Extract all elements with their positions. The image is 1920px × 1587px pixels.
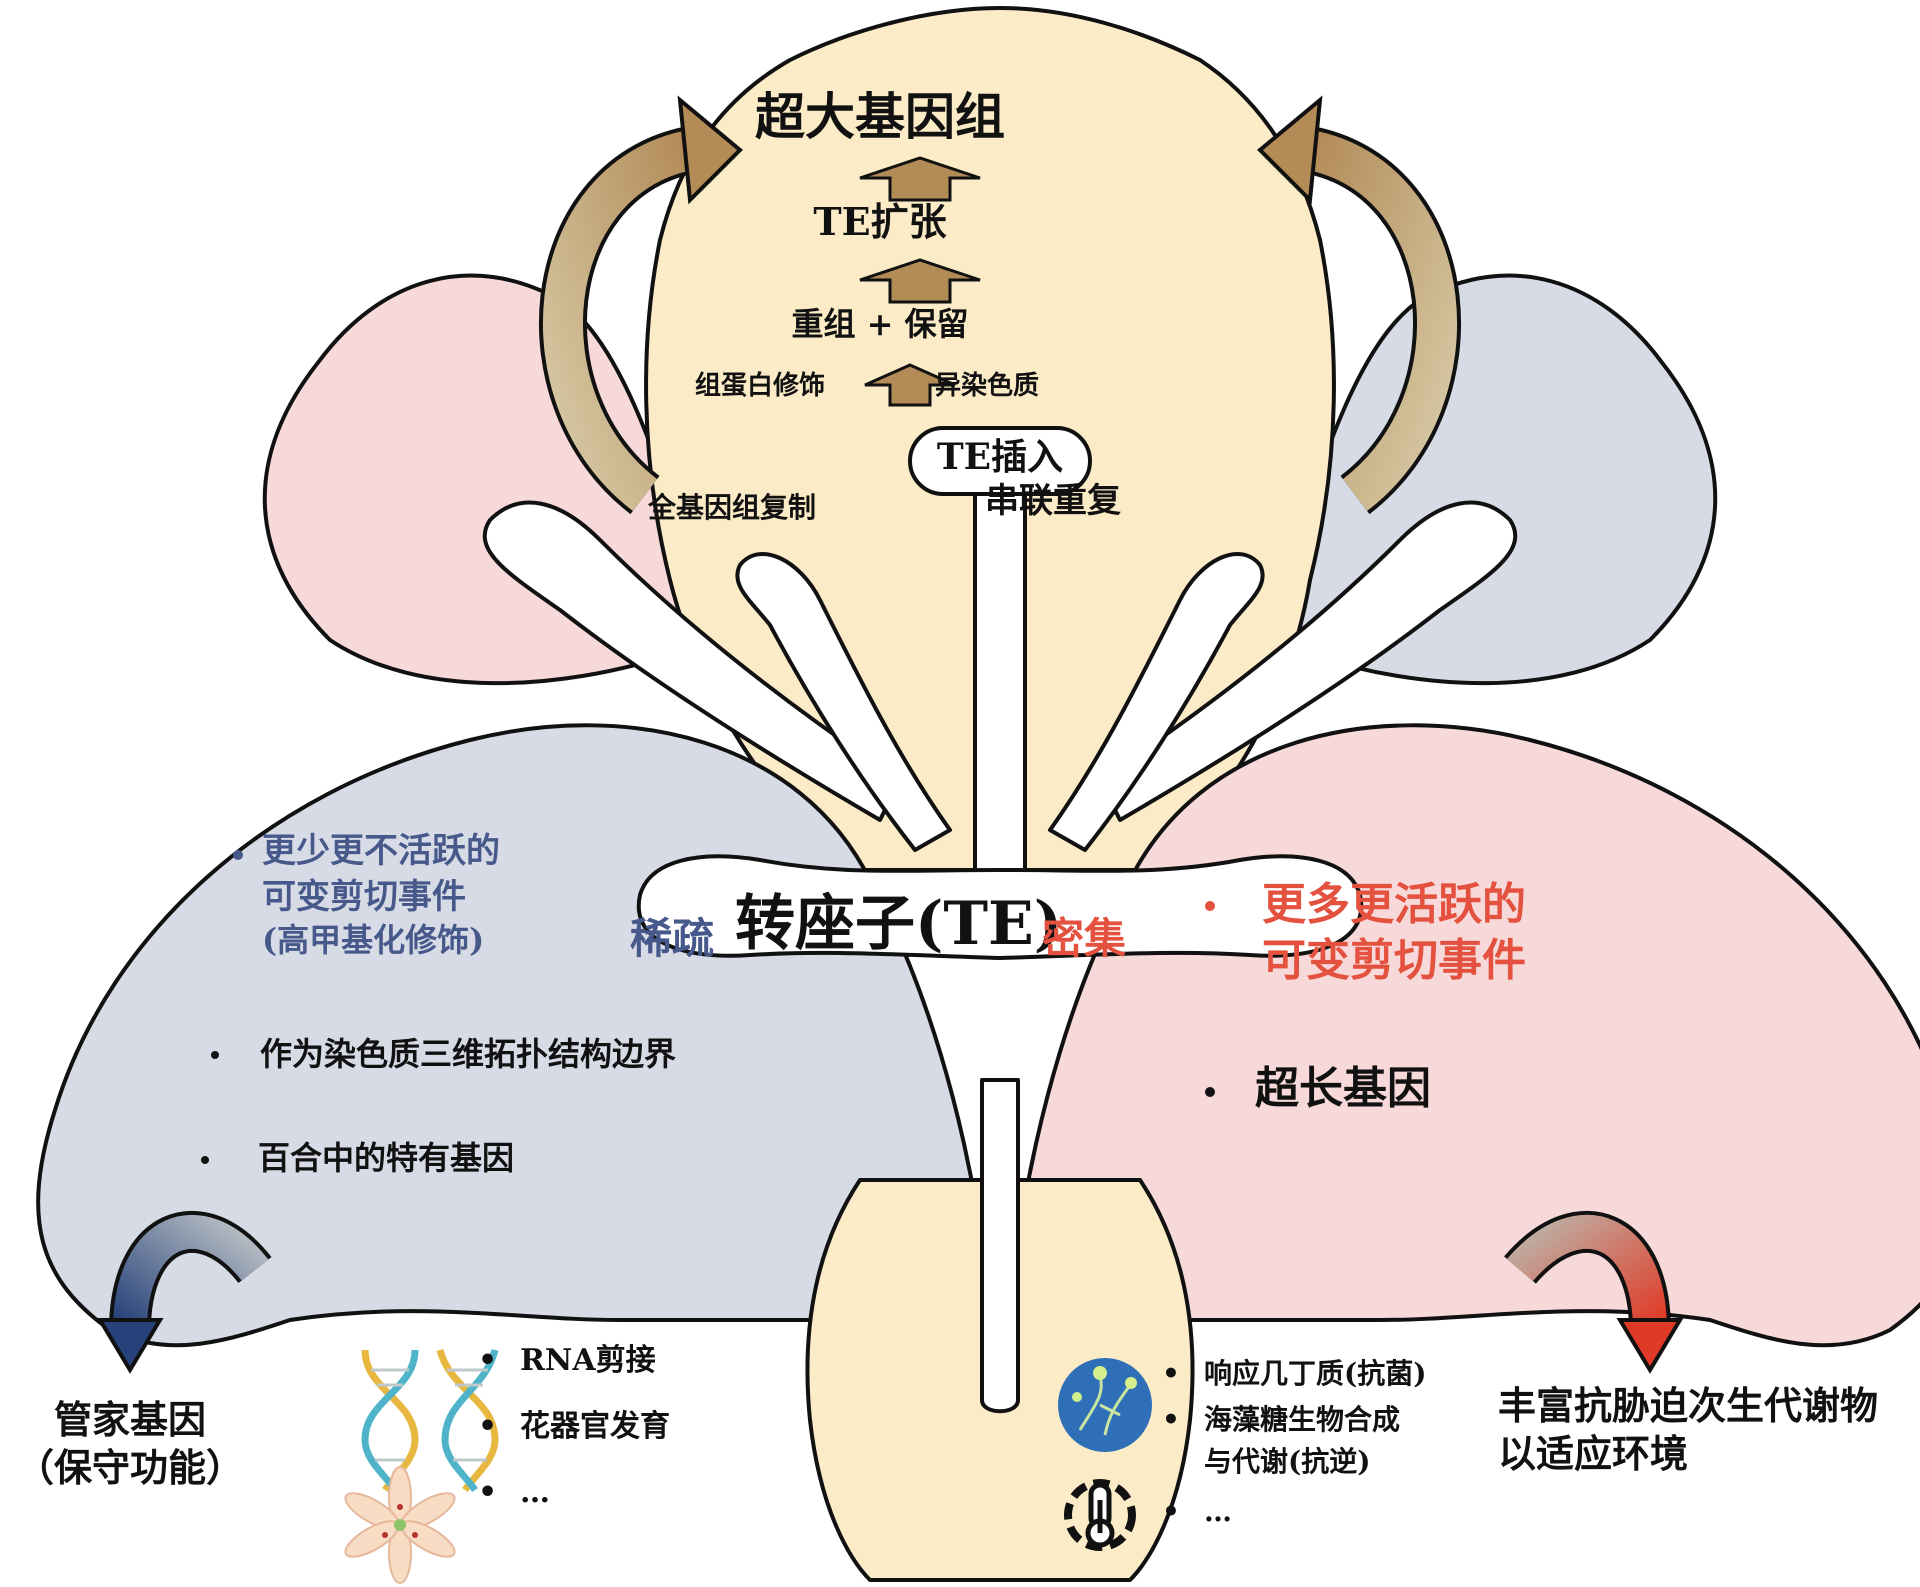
- transposon-te-title: 转座子(TE): [735, 889, 1063, 959]
- up-arrow-1-icon: [859, 156, 981, 202]
- right-splicing-line-1: 更多更活跃的: [1262, 879, 1526, 930]
- bullet-dot: [211, 1051, 219, 1059]
- curved-arrow-blue-down: [96, 1210, 272, 1374]
- curved-arrow-red-down: [1504, 1210, 1684, 1374]
- bullet-dot: [201, 1156, 209, 1164]
- example-chitin-response: •响应几丁质(抗菌): [1162, 1357, 1427, 1390]
- recombination-retention-label: 重组 + 保留: [791, 305, 969, 343]
- te-insertion-bubble: [908, 426, 1092, 496]
- heterochromatin-label: 异染色质: [935, 371, 1040, 401]
- lily-specific-genes-text: 百合中的特有基因: [258, 1139, 515, 1177]
- example-trehalose-metabolism: 与代谢(抗逆): [1204, 1445, 1371, 1478]
- left-splicing-line-2: 可变剪切事件: [262, 877, 466, 917]
- genome-size-title: 超大基因组: [755, 87, 1005, 146]
- example-ellipsis-right: •…: [1162, 1495, 1232, 1528]
- fungus-microbe-icon: [1058, 1358, 1152, 1452]
- conserved-function-label: （保守功能）: [15, 1445, 245, 1490]
- secondary-metabolites-label: 丰富抗胁迫次生代谢物: [1498, 1383, 1879, 1428]
- up-arrow-3-icon: [864, 363, 956, 407]
- up-arrow-2-icon: [859, 258, 981, 304]
- curved-arrow-left-brown: [539, 95, 743, 515]
- tad-boundary-text: 作为染色质三维拓扑结构边界: [260, 1035, 677, 1073]
- dna-icon: [361, 1348, 499, 1493]
- example-trehalose-synthesis: •海藻糖生物合成: [1162, 1403, 1401, 1436]
- environment-adaptation-label: 以适应环境: [1498, 1431, 1689, 1476]
- bullet-dot: [1205, 901, 1215, 911]
- housekeeping-genes-label: 管家基因: [53, 1397, 207, 1442]
- thermometer-stress-icon: [1064, 1479, 1136, 1551]
- dense-label: 密集: [1042, 914, 1127, 963]
- histone-modification-label: 组蛋白修饰: [695, 371, 826, 401]
- curved-arrow-right-brown: [1257, 95, 1461, 515]
- sparse-label: 稀疏: [630, 914, 715, 963]
- te-insertion-label: TE插入: [936, 436, 1064, 478]
- example-flower-development: •花器官发育: [478, 1409, 670, 1444]
- te-expansion-label: TE扩张: [813, 199, 947, 244]
- right-splicing-line-2: 可变剪切事件: [1262, 935, 1526, 986]
- left-splicing-line-1: 更少更不活跃的: [262, 831, 500, 871]
- example-ellipsis-left: •…: [478, 1475, 550, 1510]
- bullet-dot: [1205, 1087, 1215, 1097]
- lily-flower-icon: [344, 1466, 456, 1584]
- ultra-long-genes-text: 超长基因: [1255, 1063, 1431, 1114]
- whole-genome-duplication-label: 全基因组复制: [648, 491, 817, 524]
- example-rna-splicing: •RNA剪接: [478, 1343, 656, 1378]
- bullet-dot: [233, 850, 243, 860]
- tandem-duplication-label: 串联重复: [985, 481, 1121, 521]
- center-banner-bubble: [636, 854, 1364, 961]
- left-splicing-line-3: (高甲基化修饰): [262, 921, 485, 959]
- white-veins: [482, 468, 1518, 1414]
